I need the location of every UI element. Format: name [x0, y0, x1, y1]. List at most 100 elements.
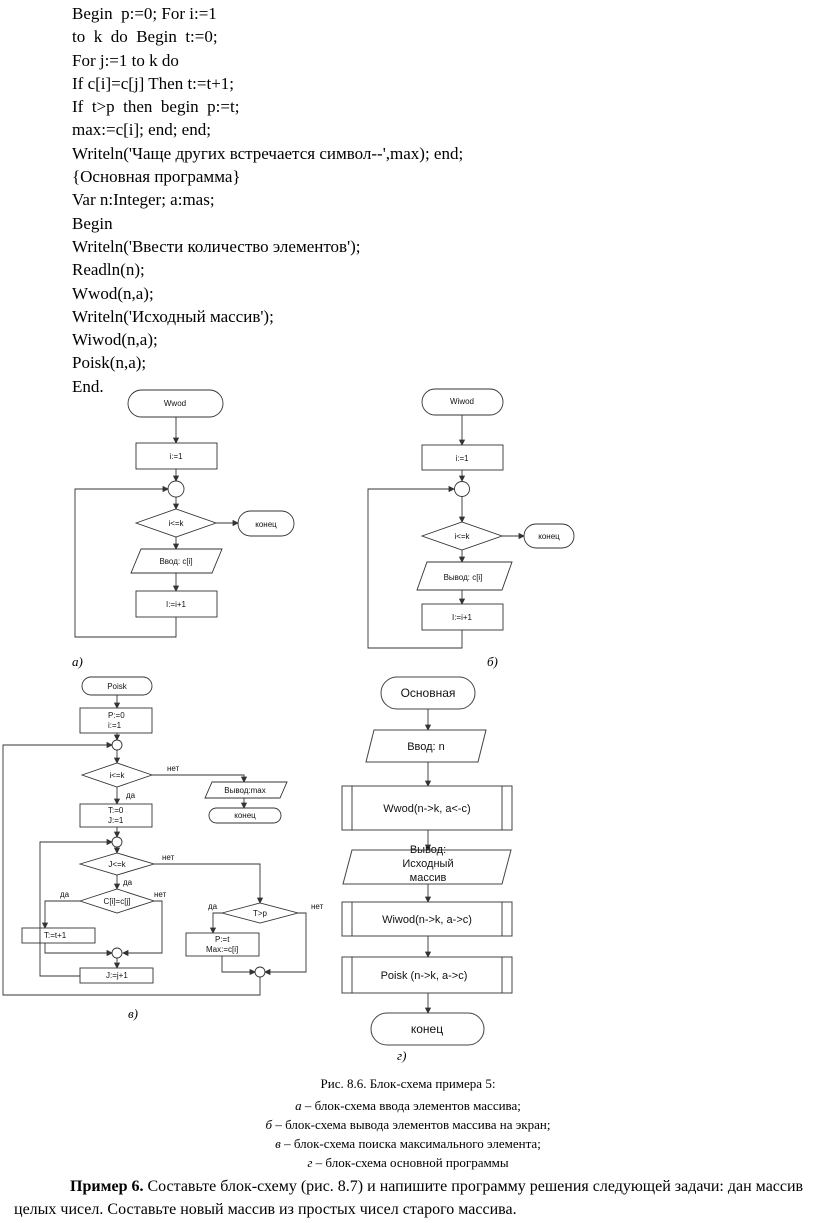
io-input: [365, 729, 487, 763]
init-t-label: T:=0: [108, 806, 124, 815]
code-line: If t>p then begin p:=t;: [72, 97, 240, 117]
io-input-label: Ввод: c[i]: [159, 557, 192, 566]
no-label: нет: [167, 764, 180, 773]
no-label: нет: [162, 853, 175, 862]
diagram-d-label: г): [397, 1048, 406, 1063]
io-output: [342, 849, 512, 885]
code-line: Wiwod(n,a);: [72, 330, 158, 350]
connector-inner: [111, 836, 123, 848]
process-init-label: i:=1: [169, 452, 183, 461]
io-output-line-3: массив: [410, 872, 447, 884]
subroutine-poisk-label: Poisk (n->k, a->c): [381, 970, 468, 982]
flowchart-a: Wwod i:=1 i<=k конец Ввод: c[i] I:=i+1 а…: [72, 389, 295, 669]
process-init-label: i:=1: [455, 454, 469, 463]
process-j-inc-label: J:=j+1: [106, 971, 128, 980]
init-p-label: P:=0: [108, 711, 125, 720]
code-line: to k do Begin t:=0;: [72, 27, 218, 47]
code-line: Poisk(n,a);: [72, 353, 147, 373]
assign-p-label: P:=t: [215, 935, 230, 944]
code-line: If c[i]=c[j] Then t:=t+1;: [72, 73, 235, 93]
terminator-start: [127, 389, 224, 418]
yes-label: да: [123, 878, 133, 887]
process-increment-label: I:=i+1: [166, 600, 187, 609]
connector: [167, 480, 185, 498]
terminator-end: [237, 510, 295, 537]
process-j-inc: [79, 967, 154, 984]
terminator-start-label: Wwod: [164, 399, 186, 408]
terminator-start-label: Основная: [401, 686, 456, 700]
code-line: Writeln('Ввести количество элементов');: [72, 236, 361, 256]
io-input: [130, 548, 223, 574]
caption-line-b: б – блок-схема вывода элементов массива …: [265, 1117, 551, 1132]
io-output-max-label: Вывод:max: [224, 786, 266, 795]
decision-i-label: i<=k: [109, 771, 125, 780]
process-t-inc-label: T:=t+1: [44, 931, 67, 940]
connector-merge-t: [254, 966, 266, 978]
code-listing: Begin p:=0; For i:=1 to k do Begin t:=0; F…: [72, 2, 463, 398]
io-output-label: Вывод: c[i]: [444, 573, 483, 582]
figure-caption-title: Рис. 8.6. Блок-схема примера 5:: [320, 1076, 496, 1091]
yes-label: да: [60, 890, 70, 899]
flowchart-b: Wiwod i:=1 i<=k конец Вывод: c[i] I:=i+1…: [367, 388, 575, 669]
code-line: For j:=1 to k do: [72, 50, 179, 70]
io-output-line-1: Вывод:: [410, 844, 446, 856]
example-paragraph: Пример 6. Составьте блок-схему (рис. 8.7…: [14, 1175, 804, 1221]
process-init-t: [79, 803, 153, 828]
subroutine-wwod: [341, 785, 513, 831]
connector-merge-c: [111, 947, 123, 959]
example-title: Пример 6.: [70, 1178, 144, 1195]
flowchart-d: Основная Ввод: n Wwod(n->k, a<-c) Вывод:…: [341, 676, 513, 1063]
io-output-max: [204, 781, 288, 799]
code-line: max:=c[i]; end; end;: [72, 120, 211, 140]
terminator-start: [421, 388, 504, 416]
io-output-line-2: Исходный: [402, 858, 453, 870]
process-increment: [135, 590, 218, 618]
process-init: [135, 442, 218, 470]
code-line: Var n:Integer; a:mas;: [72, 190, 215, 210]
no-label: нет: [311, 902, 324, 911]
terminator-end: [208, 807, 282, 824]
terminator-start-label: Wiwod: [450, 397, 474, 406]
decision-t-label: T>p: [253, 909, 268, 918]
code-line: Begin p:=0; For i:=1: [72, 4, 217, 23]
connector-outer: [111, 739, 123, 751]
no-label: нет: [154, 890, 167, 899]
flowcharts: Wwod i:=1 i<=k конец Ввод: c[i] I:=i+1 а…: [2, 388, 575, 1063]
decision-label: i<=k: [454, 532, 470, 541]
process-assign: [185, 932, 260, 957]
code-line: Begin: [72, 213, 113, 233]
process-init: [421, 444, 504, 471]
code-line: Writeln('Исходный массив');: [72, 306, 274, 326]
process-increment: [421, 603, 504, 631]
example-text: Составьте блок-схему (рис. 8.7) и напиши…: [14, 1178, 804, 1218]
code-line: End.: [72, 376, 104, 396]
process-init: [79, 707, 153, 734]
yes-label: да: [126, 791, 136, 800]
caption-line-a: а – блок-схема ввода элементов массива;: [295, 1098, 521, 1113]
init-i-label: i:=1: [108, 721, 122, 730]
io-output: [416, 561, 513, 591]
decision-j-label: J<=k: [108, 860, 126, 869]
yes-label: да: [208, 902, 218, 911]
subroutine-wiwod: [341, 901, 513, 937]
subroutine-poisk: [341, 956, 513, 994]
diagram-b-label: б): [487, 654, 498, 669]
init-j-label: J:=1: [108, 816, 124, 825]
caption-line-c: в – блок-схема поиска максимального элем…: [275, 1136, 541, 1151]
code-line: Writeln('Чаще других встречается символ-…: [72, 143, 464, 163]
terminator-end: [523, 523, 575, 549]
assign-max-label: Max:=c[i]: [206, 945, 238, 954]
decision-c-label: C[i]=c[j]: [104, 897, 131, 906]
caption-line-d: г – блок-схема основной программы: [307, 1155, 509, 1170]
subroutine-wwod-label: Wwod(n->k, a<-c): [383, 803, 470, 815]
io-input-label: Ввод: n: [407, 741, 445, 753]
connector: [454, 481, 470, 497]
code-line: Readln(n);: [72, 260, 145, 280]
terminator-end-label: конец: [255, 520, 277, 529]
process-increment-label: I:=i+1: [452, 613, 473, 622]
code-line: Wwod(n,a);: [72, 283, 154, 303]
terminator-end-label: конец: [538, 532, 560, 541]
terminator-end-label: конец: [234, 811, 256, 820]
terminator-start-label: Poisk: [107, 682, 128, 691]
flowchart-c: Poisk P:=0 i:=1 i<=k нет Вывод:max конец…: [2, 676, 324, 1021]
